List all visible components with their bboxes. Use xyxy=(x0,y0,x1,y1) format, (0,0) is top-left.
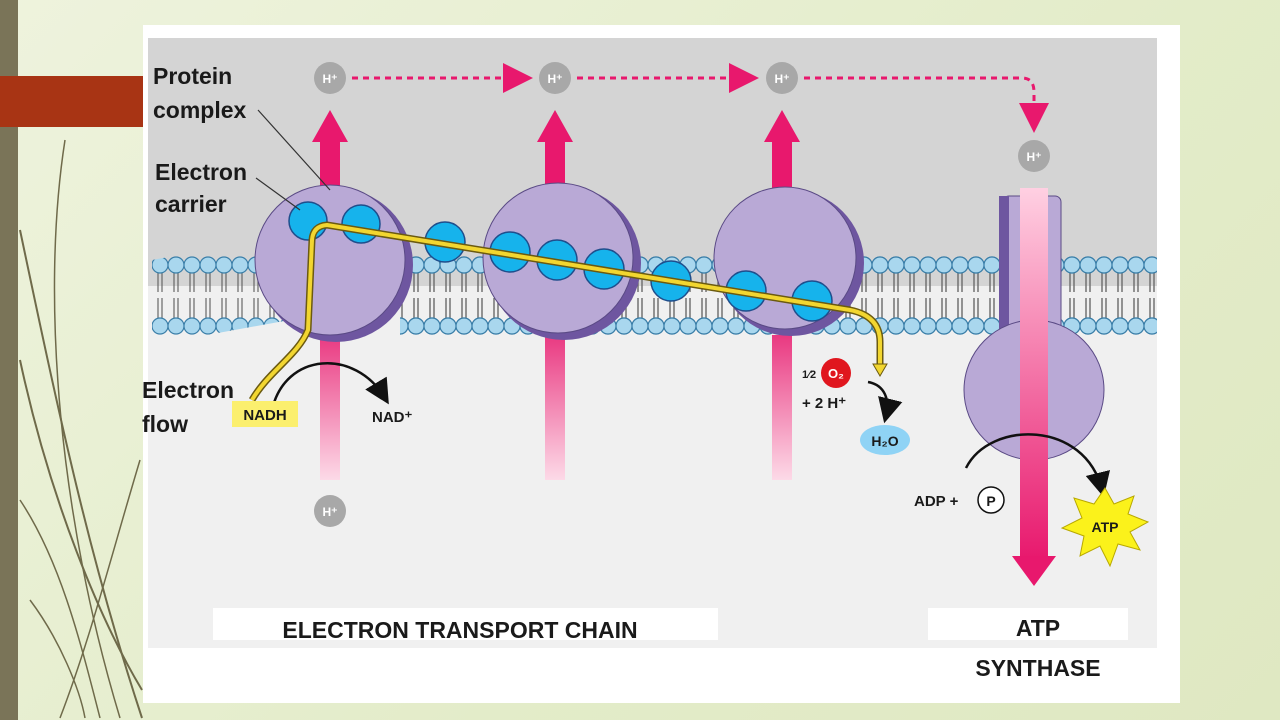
decorative-curves xyxy=(19,139,143,719)
atp-burst xyxy=(1060,487,1150,568)
proton-flow-dashes xyxy=(352,63,1049,133)
protein-complex-label-line1: Protein xyxy=(153,63,232,89)
slide-accent-tab xyxy=(0,76,143,127)
nad-plus-label: NAD⁺ xyxy=(372,409,412,426)
svg-text:H⁺: H⁺ xyxy=(775,72,790,86)
electron-carrier-pointer xyxy=(255,177,301,211)
atp-synthase-caption-line2: SYNTHASE xyxy=(975,655,1100,681)
atp-synthase-caption-box xyxy=(928,608,1128,640)
svg-text:H⁺: H⁺ xyxy=(323,72,338,86)
hydrogen-ion-1: H⁺ xyxy=(314,62,346,94)
phosphate-circle xyxy=(977,486,1005,514)
electron-flow-path-fill xyxy=(250,223,882,401)
svg-text:H⁺: H⁺ xyxy=(548,72,563,86)
protein-complex-label-line2: complex xyxy=(153,97,247,123)
half-fraction: 1⁄2 xyxy=(802,369,816,381)
atp-synthase xyxy=(963,188,1105,586)
electron-flow-label-line1: Electron xyxy=(142,377,234,403)
etc-caption: ELECTRON TRANSPORT CHAIN xyxy=(282,617,637,643)
water-label: H₂O xyxy=(871,433,898,449)
nadh-box xyxy=(232,401,298,427)
etc-caption-box xyxy=(213,608,718,640)
oxygen-label: O₂ xyxy=(828,366,844,381)
svg-text:H⁺: H⁺ xyxy=(1027,150,1042,164)
hydrogen-ion-2: H⁺ xyxy=(539,62,571,94)
electron-carrier-label-line1: Electron xyxy=(155,159,247,185)
proton-pump-arrows xyxy=(312,110,800,190)
svg-text:H⁺: H⁺ xyxy=(323,505,338,519)
two-h-plus-label: + 2 H⁺ xyxy=(802,395,846,412)
hydrogen-ion-3: H⁺ xyxy=(766,62,798,94)
slide-left-bar xyxy=(0,0,18,720)
phosphate-label: P xyxy=(986,493,995,509)
atp-synthase-caption-line1: ATP xyxy=(1016,615,1060,641)
electron-flow-label-line2: flow xyxy=(142,411,188,437)
adp-plus-label: ADP + xyxy=(914,493,959,510)
proton-arrow-tails xyxy=(320,335,792,480)
electron-flow-arrowhead xyxy=(872,363,888,377)
hydrogen-ion-5: H⁺ xyxy=(314,495,346,527)
hydrogen-ion-4: H⁺ xyxy=(1018,140,1050,172)
nadh-label: NADH xyxy=(243,407,286,424)
protein-complex-pointer xyxy=(257,109,331,191)
electron-carrier-label-line2: carrier xyxy=(155,191,227,217)
atp-formation-arrow xyxy=(964,433,1110,498)
atp-label: ATP xyxy=(1092,519,1119,535)
water-molecule xyxy=(860,425,910,455)
nadh-oxidation-arrow xyxy=(270,362,389,411)
oxygen-molecule xyxy=(821,358,851,388)
water-formation-arrow xyxy=(867,380,903,424)
